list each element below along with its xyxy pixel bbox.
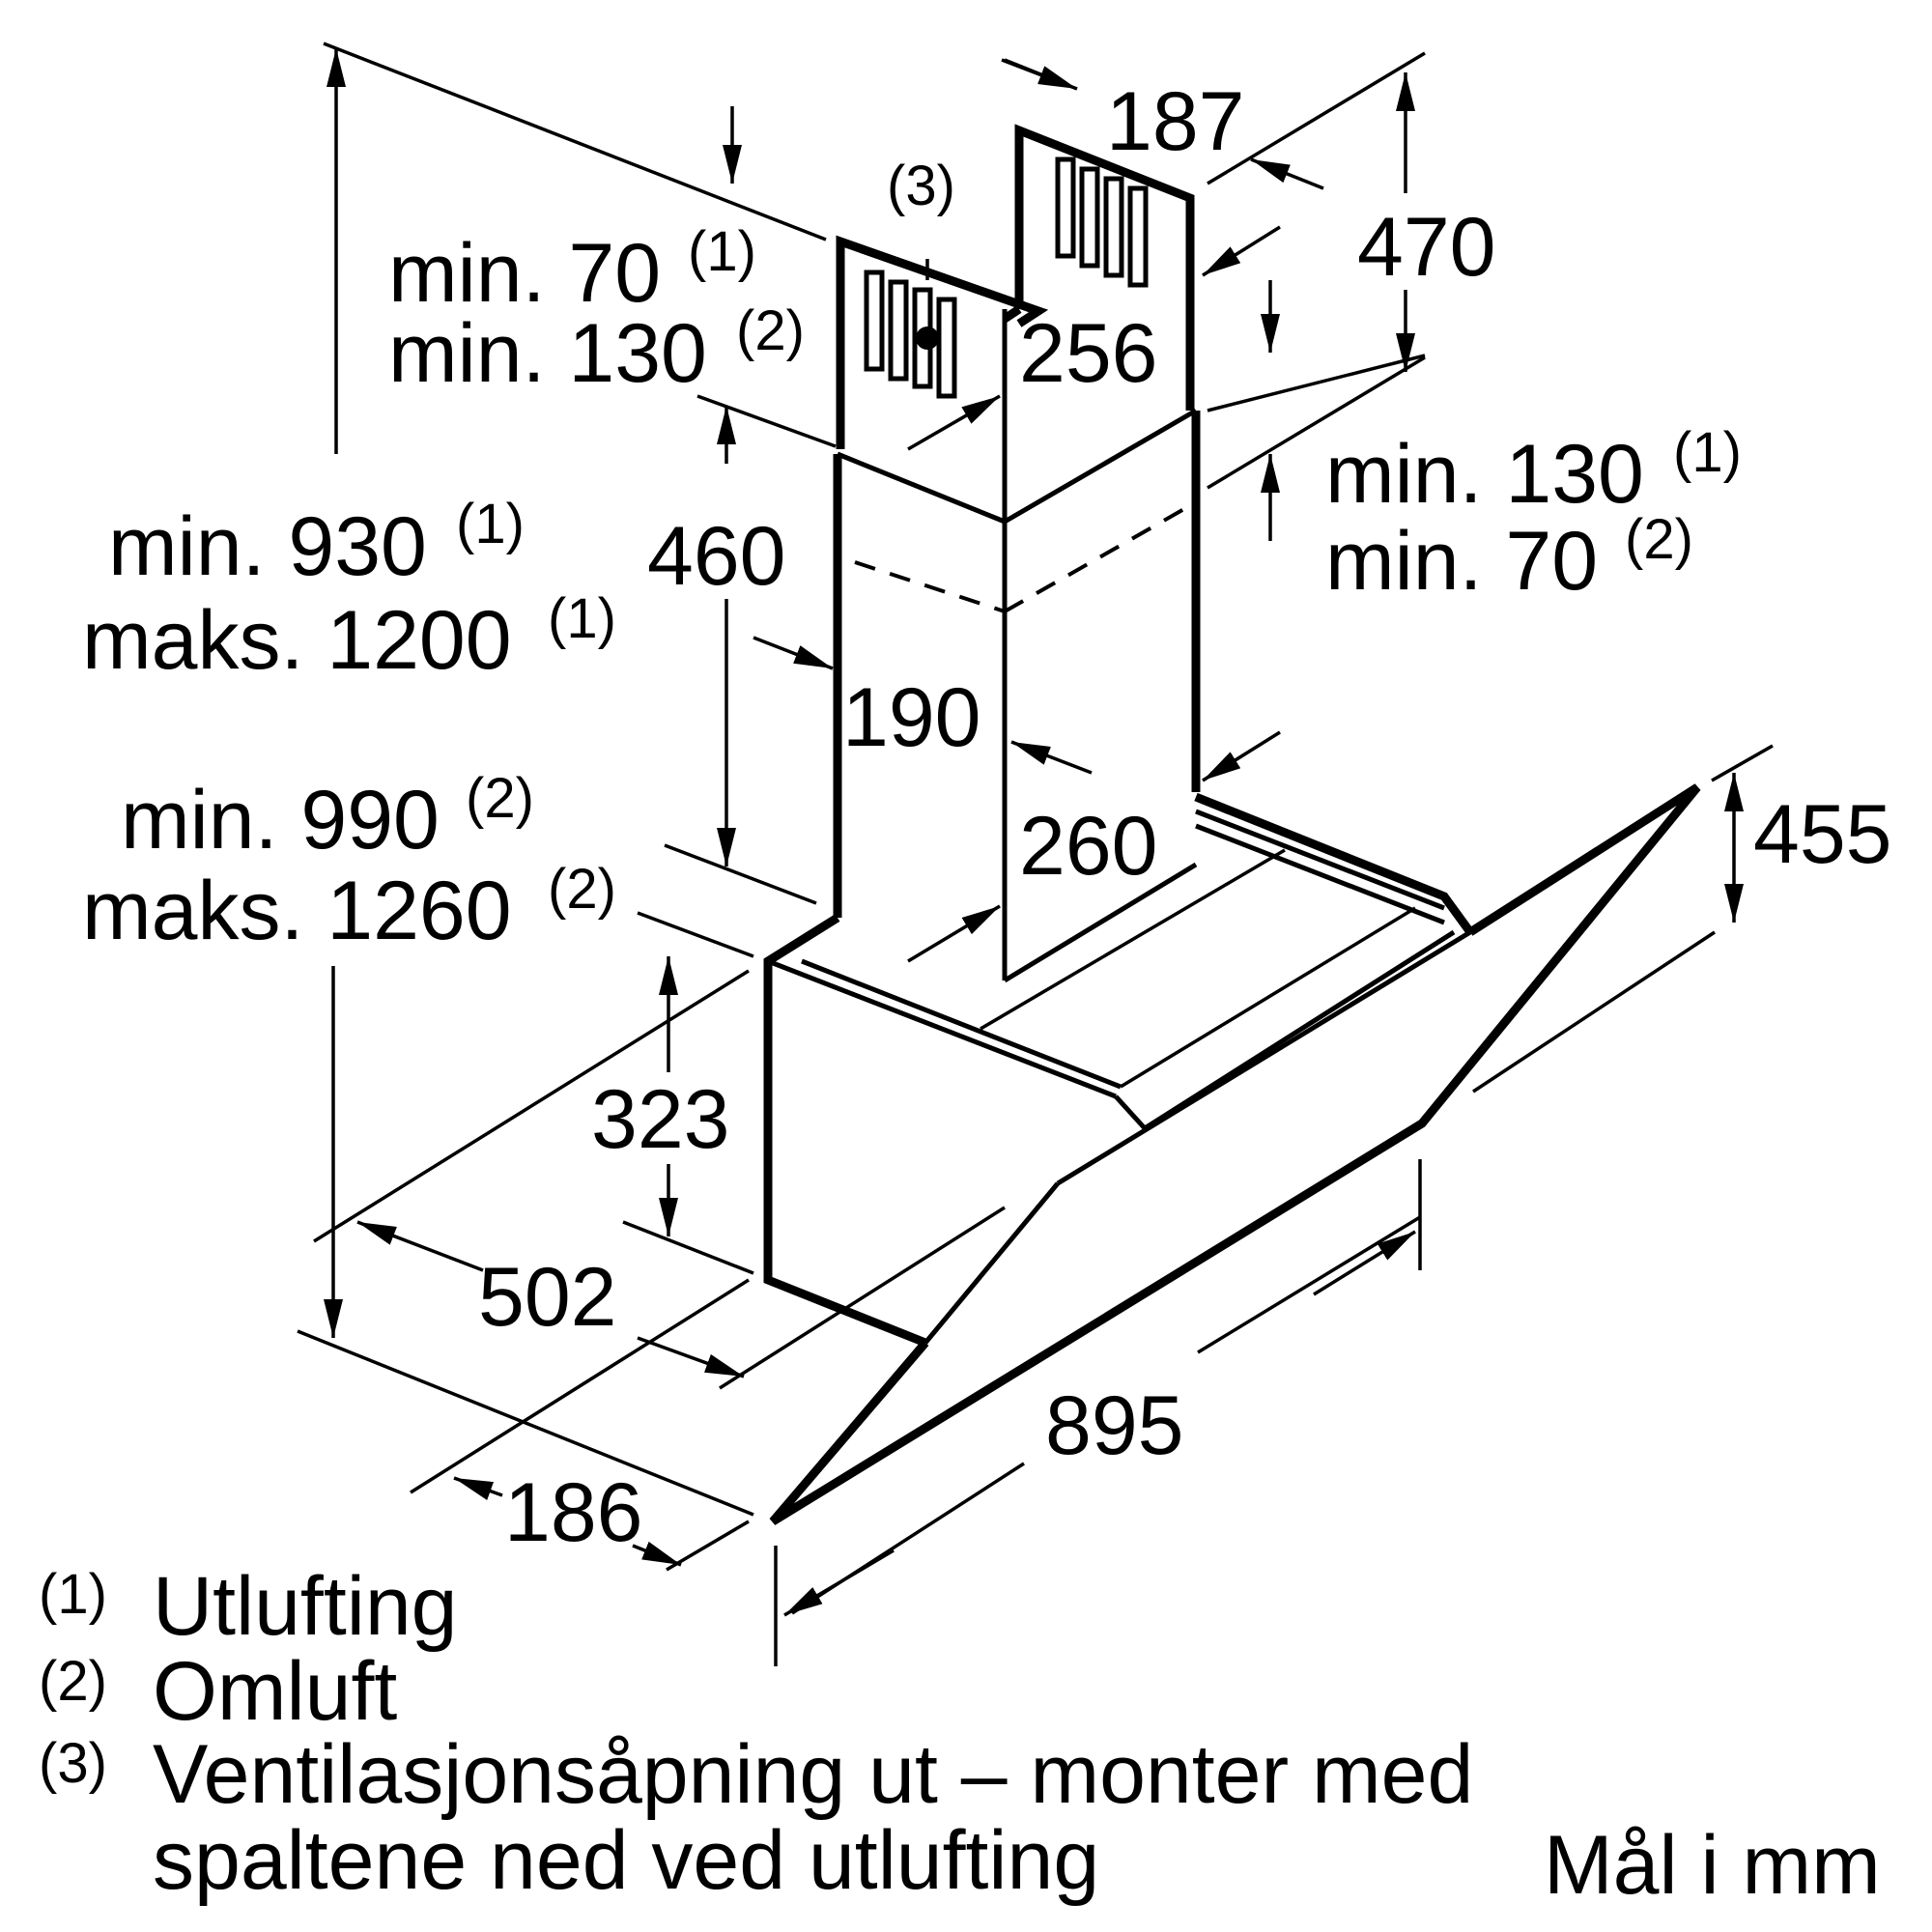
dim-top-left-2-sup: (2): [736, 299, 805, 362]
dim-186: 186: [504, 1466, 643, 1559]
legend-text-4: spaltene ned ved utlufting: [153, 1814, 1099, 1907]
dim-190: 190: [842, 671, 981, 764]
dim-height-3-sup: (2): [466, 767, 534, 830]
legend-num-2: (2): [39, 1650, 107, 1713]
legend-text-3: Ventilasjonsåpning ut – monter med: [153, 1728, 1473, 1821]
dim-895: 895: [1045, 1379, 1184, 1472]
chimney-upper-section: [836, 124, 1195, 522]
dim-height-3: min. 990: [121, 774, 440, 867]
dim-right-2: min. 70: [1325, 515, 1598, 608]
dim-460: 460: [647, 510, 786, 603]
dim-top-left-1: min. 70: [388, 227, 661, 320]
vent-slots-right: [1055, 156, 1149, 288]
unit-note: Mål i mm: [1544, 1819, 1881, 1912]
chimney-lower-section: [833, 408, 1201, 983]
dim-256: 256: [1019, 307, 1158, 400]
legend-text-1: Utlufting: [153, 1560, 458, 1653]
vent-slots-left: [864, 270, 957, 399]
dim-455: 455: [1753, 788, 1892, 881]
dim-187: 187: [1106, 75, 1245, 168]
dim-right-2-sup: (2): [1625, 508, 1693, 571]
dim-height-4-sup: (2): [548, 858, 616, 921]
dim-502: 502: [478, 1251, 617, 1344]
legend-text-2: Omluft: [153, 1645, 397, 1738]
dim-470: 470: [1357, 201, 1496, 294]
legend-num-1: (1): [39, 1563, 107, 1626]
dim-height-1-sup: (1): [456, 493, 525, 555]
legend: (1) Utlufting (2) Omluft (3) Ventilasjon…: [39, 1560, 1473, 1907]
dim-260: 260: [1019, 800, 1158, 893]
dim-height-4: maks. 1260: [82, 865, 512, 957]
dim-top-left-1-sup: (1): [688, 220, 756, 283]
dimension-arrows: [324, 48, 1744, 1617]
dim-height-2-sup: (1): [548, 587, 616, 650]
dim-height-2: maks. 1200: [82, 594, 512, 687]
dim-vent-ref: (3): [887, 155, 955, 217]
vent-opening-marker: [916, 327, 939, 350]
dim-right-1-sup: (1): [1673, 421, 1742, 484]
dim-right-1: min. 130: [1325, 428, 1644, 521]
extension-lines: [297, 42, 1774, 1666]
dim-323: 323: [591, 1073, 730, 1166]
dim-top-left-2: min. 130: [388, 307, 707, 400]
hood-body: [763, 783, 1701, 1525]
dim-height-1: min. 930: [108, 500, 427, 593]
legend-num-3: (3): [39, 1732, 107, 1795]
